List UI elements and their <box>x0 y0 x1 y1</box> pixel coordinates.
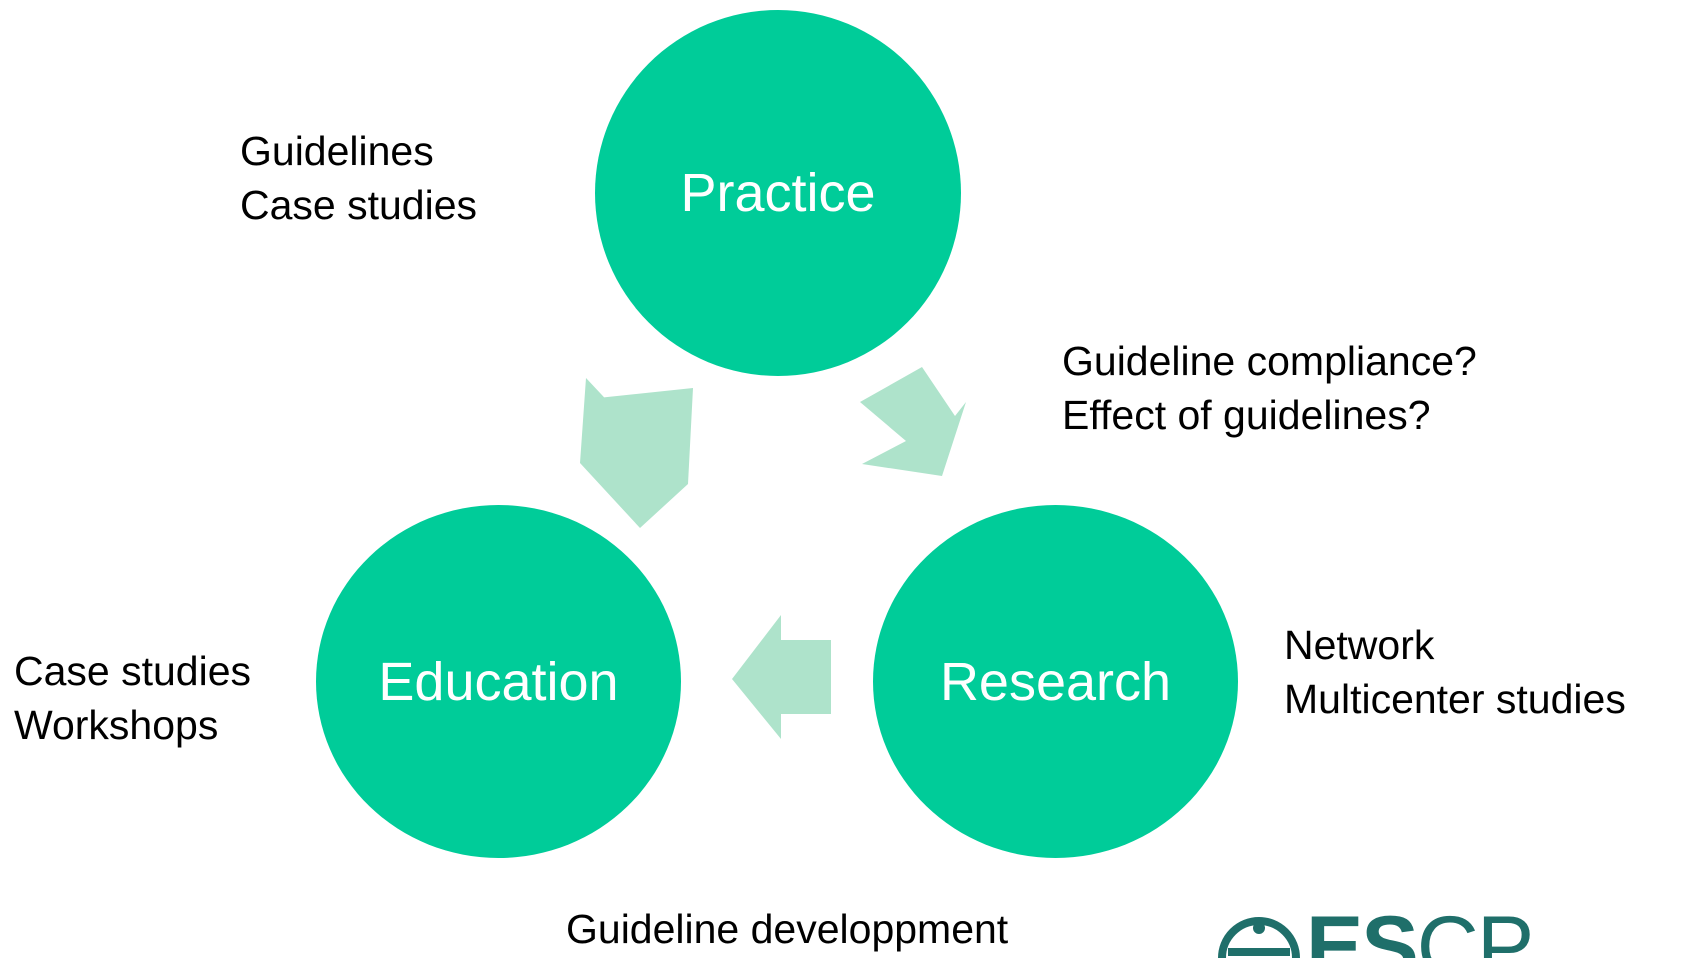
note-research-line: Multicenter studies <box>1284 676 1626 722</box>
node-education-label: Education <box>378 651 619 712</box>
note-education-line: Workshops <box>14 702 219 748</box>
note-practice-line: Guidelines <box>240 128 434 174</box>
note-research-line: Network <box>1284 622 1435 668</box>
escp-wordmark-light: CP <box>1416 902 1534 958</box>
escp-logo: ESCP <box>1214 902 1554 958</box>
node-education: Education <box>316 505 681 858</box>
note-education: Case studies Workshops <box>14 644 251 752</box>
escp-wordmark: ESCP <box>1306 902 1534 958</box>
note-practice-line: Case studies <box>240 182 478 228</box>
note-practice-research-line: Guideline compliance? <box>1062 338 1477 384</box>
node-research-label: Research <box>939 651 1172 712</box>
note-education-line: Case studies <box>14 648 252 694</box>
node-research: Research <box>873 505 1238 858</box>
note-bottom: Guideline developpment <box>566 902 1008 956</box>
node-practice-label: Practice <box>680 163 876 223</box>
arrow-research-to-education <box>732 615 831 739</box>
arrow-practice-to-research <box>860 367 966 476</box>
escp-emblem-icon <box>1218 917 1300 958</box>
arrow-education-to-practice <box>580 378 693 528</box>
note-research: Network Multicenter studies <box>1284 618 1626 726</box>
node-practice: Practice <box>595 10 961 376</box>
note-practice-research: Guideline compliance? Effect of guidelin… <box>1062 334 1477 442</box>
note-bottom-line: Guideline developpment <box>566 906 1009 952</box>
note-practice-research-line: Effect of guidelines? <box>1062 392 1431 438</box>
note-practice: Guidelines Case studies <box>240 124 477 232</box>
escp-wordmark-bold: ES <box>1306 902 1419 958</box>
